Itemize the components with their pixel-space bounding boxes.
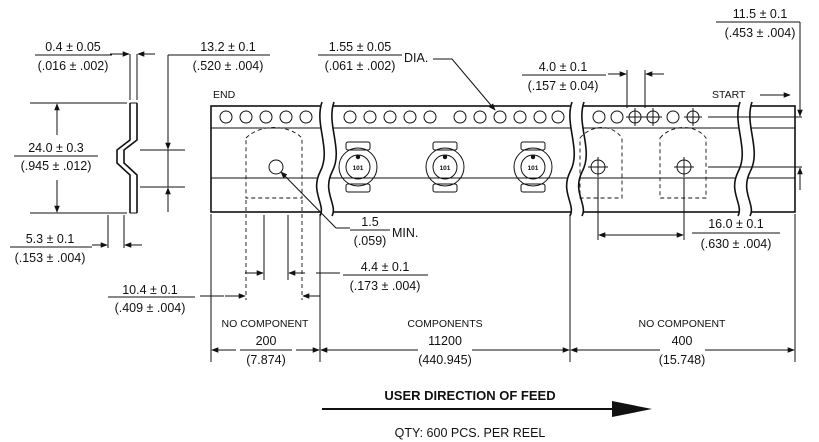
pocket-extension-lines: [245, 200, 303, 300]
tape-width-metric: 24.0 ± 0.3: [28, 141, 84, 155]
edge-offset-imperial: (.153 ± .004): [15, 251, 86, 265]
min-hole-imperial: (.059): [354, 234, 387, 248]
hole-to-pocket-imperial: (.453 ± .004): [725, 26, 796, 40]
tape-break-1: [315, 101, 337, 217]
section-3-title: NO COMPONENT: [639, 318, 727, 330]
section-3-length: (15.748): [659, 353, 706, 367]
pocket-gap-dim: 4.4 ± 0.1 (.173 ± .004): [245, 260, 428, 293]
pocket-pitch-dim: 16.0 ± 0.1 (.630 ± .004): [597, 178, 780, 251]
section-no-component-end: NO COMPONENT 400 (15.748): [570, 318, 795, 367]
hole-pitch-metric: 4.0 ± 0.1: [539, 60, 588, 74]
pocket-width-metric: 10.4 ± 0.1: [122, 283, 178, 297]
quantity-label: QTY: 600 PCS. PER REEL: [395, 426, 546, 440]
hole-pitch-dim: 4.0 ± 0.1 (.157 ± 0.04): [522, 60, 664, 108]
tape-break-2: [565, 101, 587, 217]
component-3-mark: 101: [528, 165, 539, 172]
min-hole-dim: 1.5 (.059) MIN.: [280, 171, 418, 248]
hole-diameter-dim: 1.55 ± 0.05 (.061 ± .002) DIA.: [318, 40, 496, 111]
pocket-width-dim: 10.4 ± 0.1 (.409 ± .004): [108, 283, 320, 315]
empty-pocket-right-1: [579, 127, 623, 199]
start-label: START: [712, 89, 746, 101]
hole-diameter-metric: 1.55 ± 0.05: [329, 40, 392, 54]
tape-width-dim: 24.0 ± 0.3 (.945 ± .012): [14, 102, 127, 214]
empty-pocket-right-2: [659, 127, 707, 199]
section-extension-lines: [210, 214, 796, 362]
tape-outline: [210, 105, 796, 213]
pocket-depth-metric: 13.2 ± 0.1: [200, 40, 256, 54]
hole-to-pocket-metric: 11.5 ± 0.1: [733, 7, 788, 21]
pocket-depth-dim: 13.2 ± 0.1 (.520 ± .004): [140, 40, 270, 212]
hole-diameter-suffix: DIA.: [404, 51, 428, 65]
pocket-width-imperial: (.409 ± .004): [115, 301, 186, 315]
feed-arrow-icon: [612, 401, 652, 417]
section-2-count: 11200: [428, 334, 462, 348]
section-components: COMPONENTS 11200 (440.945): [320, 318, 570, 367]
min-hole-suffix: MIN.: [392, 226, 418, 240]
pocket-gap-imperial: (.173 ± .004): [350, 279, 421, 293]
pocket-pitch-imperial: (.630 ± .004): [701, 237, 772, 251]
tape-width-imperial: (.945 ± .012): [21, 159, 92, 173]
component-1: 101: [338, 141, 378, 193]
component-2: 101: [425, 141, 465, 193]
hole-to-pocket-dim: 11.5 ± 0.1 (.453 ± .004): [708, 7, 803, 190]
tape-break-3: [733, 101, 755, 217]
section-1-count: 200: [256, 334, 277, 348]
edge-offset-dim: 5.3 ± 0.1 (.153 ± .004): [10, 215, 142, 265]
pocket-depth-imperial: (.520 ± .004): [193, 59, 264, 73]
pocket-gap-metric: 4.4 ± 0.1: [361, 260, 410, 274]
min-hole-metric: 1.5: [361, 215, 378, 229]
thickness-dim: 0.4 ± 0.05 (.016 ± .002): [35, 40, 155, 100]
section-2-length: (440.945): [418, 353, 472, 367]
component-3: 101: [513, 141, 553, 193]
component-2-mark: 101: [440, 165, 451, 172]
section-3-count: 400: [672, 334, 693, 348]
hole-diameter-imperial: (.061 ± .002): [325, 59, 396, 73]
thickness-imperial: (.016 ± .002): [38, 59, 109, 73]
empty-pocket-left: [245, 127, 303, 199]
pocket-pitch-metric: 16.0 ± 0.1: [708, 217, 764, 231]
feed-label: USER DIRECTION OF FEED: [384, 388, 555, 403]
sprocket-holes: [219, 108, 702, 126]
section-no-component-start: NO COMPONENT 200 (7.874): [211, 318, 320, 367]
section-1-title: NO COMPONENT: [222, 318, 310, 330]
section-1-length: (7.874): [246, 353, 286, 367]
section-2-title: COMPONENTS: [407, 318, 482, 330]
thickness-metric: 0.4 ± 0.05: [45, 40, 101, 54]
tape-profile: [116, 102, 138, 214]
hole-pitch-imperial: (.157 ± 0.04): [528, 79, 599, 93]
end-label: END: [213, 89, 236, 101]
feed-direction: USER DIRECTION OF FEED: [322, 388, 652, 417]
edge-offset-metric: 5.3 ± 0.1: [26, 232, 75, 246]
component-1-mark: 101: [353, 165, 364, 172]
